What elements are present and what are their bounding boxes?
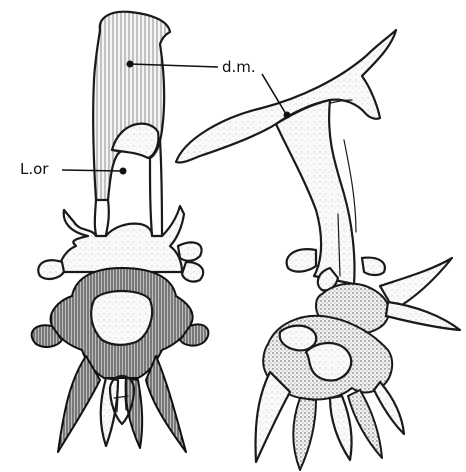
label-lor: L.or bbox=[20, 160, 49, 178]
left-inner-oval bbox=[91, 291, 152, 345]
lor-leader bbox=[62, 170, 122, 171]
dm-pointer-dot-right bbox=[284, 112, 291, 119]
left-upper-body bbox=[93, 12, 170, 200]
right-claw-4 bbox=[348, 390, 382, 458]
left-lobe-b bbox=[178, 242, 202, 260]
right-claw-mid bbox=[386, 302, 460, 330]
right-lobe-a bbox=[287, 249, 316, 272]
left-claw-1 bbox=[58, 356, 100, 452]
right-claw-3 bbox=[330, 396, 352, 460]
right-small-lobe bbox=[362, 258, 385, 275]
left-central-body bbox=[60, 206, 184, 272]
left-claw-4 bbox=[146, 356, 186, 452]
right-claw-2 bbox=[293, 398, 316, 470]
right-specimen bbox=[176, 30, 460, 470]
right-claw-1 bbox=[256, 372, 290, 462]
left-lobe-a bbox=[38, 260, 64, 279]
lor-pointer-dot bbox=[120, 168, 127, 175]
left-specimen bbox=[32, 12, 209, 452]
left-lobe-c bbox=[182, 262, 203, 282]
label-dm: d.m. bbox=[222, 58, 256, 76]
right-claw-5 bbox=[374, 382, 404, 434]
right-inner-curl-b bbox=[280, 326, 317, 351]
